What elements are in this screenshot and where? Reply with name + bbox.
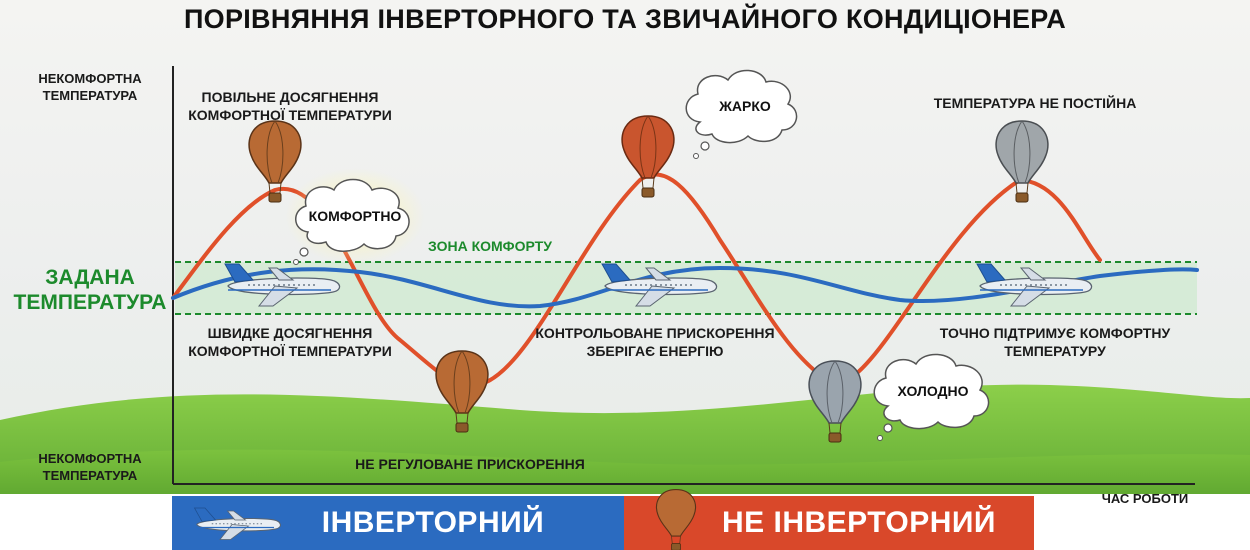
legend-inverter-label: ІНВЕРТОРНИЙ	[321, 506, 545, 539]
thought-bubble-cold-text: ХОЛОДНО	[897, 383, 969, 399]
hot-air-balloon-icon	[995, 120, 1049, 203]
annotation-controlled-line2: ЗБЕРІГАЄ ЕНЕРГІЮ	[586, 343, 724, 359]
legend-non-inverter-label: НЕ ІНВЕРТОРНИЙ	[721, 506, 996, 539]
thought-bubble-hot-text: ЖАРКО	[719, 98, 771, 114]
annotation-maintains-line1: ТОЧНО ПІДТРИМУЄ КОМФОРТНУ	[939, 325, 1171, 341]
x-axis-label: ЧАС РОБОТИ	[1101, 491, 1189, 506]
annotation-fast-reach-line2: КОМФОРТНОЇ ТЕМПЕРАТУРИ	[188, 343, 392, 359]
annotation-controlled: КОНТРОЛЬОВАНЕ ПРИСКОРЕННЯ ЗБЕРІГАЄ ЕНЕРГ…	[515, 324, 795, 360]
thought-bubble-hot	[685, 69, 798, 159]
thought-bubble-comfortable-text: КОМФОРТНО	[308, 208, 402, 224]
annotation-temp-not-constant: ТЕМПЕРАТУРА НЕ ПОСТІЙНА	[933, 95, 1137, 111]
y-label-bottom-line1: НЕКОМФОРТНА	[38, 451, 142, 466]
airplane-icon	[193, 507, 282, 541]
annotation-maintains: ТОЧНО ПІДТРИМУЄ КОМФОРТНУ ТЕМПЕРАТУРУ	[910, 324, 1200, 360]
page-title: ПОРІВНЯННЯ ІНВЕРТОРНОГО ТА ЗВИЧАЙНОГО КО…	[183, 4, 1067, 34]
annotation-controlled-line1: КОНТРОЛЬОВАНЕ ПРИСКОРЕННЯ	[535, 325, 775, 341]
annotation-unregulated: НЕ РЕГУЛОВАНЕ ПРИСКОРЕННЯ	[355, 456, 585, 472]
hot-air-balloon-icon	[808, 360, 862, 443]
y-label-bottom: НЕКОМФОРТНА ТЕМПЕРАТУРА	[20, 450, 160, 484]
y-label-top-line2: ТЕМПЕРАТУРА	[42, 88, 138, 103]
hot-air-balloon-icon	[655, 488, 697, 550]
hot-air-balloon-icon	[248, 120, 302, 203]
y-label-setpoint-line1: ЗАДАНА	[45, 266, 135, 289]
comfort-zone-label: ЗОНА КОМФОРТУ	[428, 238, 552, 254]
thought-bubble-comfortable	[285, 168, 425, 265]
annotation-slow-reach-line1: ПОВІЛЬНЕ ДОСЯГНЕННЯ	[201, 89, 379, 105]
annotation-slow-reach-line2: КОМФОРТНОЇ ТЕМПЕРАТУРИ	[188, 107, 392, 123]
annotation-fast-reach-line1: ШВИДКЕ ДОСЯГНЕННЯ	[207, 325, 373, 341]
annotation-fast-reach: ШВИДКЕ ДОСЯГНЕННЯ КОМФОРТНОЇ ТЕМПЕРАТУРИ	[170, 324, 410, 360]
y-label-bottom-line2: ТЕМПЕРАТУРА	[42, 468, 138, 483]
hot-air-balloon-icon	[621, 115, 675, 198]
y-label-setpoint: ЗАДАНА ТЕМПЕРАТУРА	[10, 265, 170, 315]
annotation-maintains-line2: ТЕМПЕРАТУРУ	[1004, 343, 1106, 359]
y-label-setpoint-line2: ТЕМПЕРАТУРА	[13, 291, 167, 314]
y-label-top: НЕКОМФОРТНА ТЕМПЕРАТУРА	[20, 70, 160, 104]
hot-air-balloon-icon	[435, 350, 489, 433]
y-label-top-line1: НЕКОМФОРТНА	[38, 71, 142, 86]
thought-bubble-cold	[873, 353, 990, 441]
annotation-slow-reach: ПОВІЛЬНЕ ДОСЯГНЕННЯ КОМФОРТНОЇ ТЕМПЕРАТУ…	[175, 88, 405, 124]
